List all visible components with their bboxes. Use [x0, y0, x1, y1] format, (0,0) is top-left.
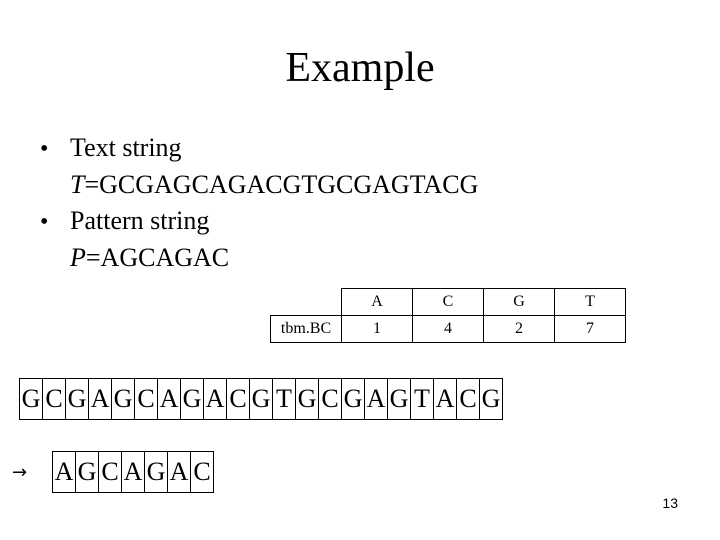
bad-character-table: A C G T tbm.BC 1 4 2 7 — [270, 288, 626, 343]
table-row-label: tbm.BC — [270, 315, 342, 343]
variable-name: P — [70, 243, 86, 272]
table-corner-cell — [270, 288, 342, 316]
bullet-value: P=AGCAGAC — [40, 240, 478, 276]
char-cell: G — [295, 379, 318, 419]
char-cell: T — [272, 379, 295, 419]
char-cell: G — [75, 452, 98, 492]
table-header-cell: G — [483, 288, 555, 316]
bullet-label: Pattern string — [70, 206, 210, 235]
char-cell: A — [364, 379, 387, 419]
char-cell: A — [203, 379, 226, 419]
table-cell: 2 — [483, 315, 555, 343]
char-cell: C — [456, 379, 479, 419]
char-cell: T — [410, 379, 433, 419]
bullet-item: • Text string — [40, 130, 478, 167]
char-cell: C — [98, 452, 121, 492]
table-header-cell: C — [412, 288, 484, 316]
char-cell: G — [479, 379, 502, 419]
variable-value: =AGCAGAC — [85, 243, 230, 272]
bullet-value: T=GCGAGCAGACGTGCGAGTACG — [40, 167, 478, 203]
char-cell: G — [21, 384, 41, 413]
char-cell: C — [318, 379, 341, 419]
char-cell: G — [144, 452, 167, 492]
char-cell: G — [387, 379, 410, 419]
variable-name: T — [70, 170, 85, 199]
right-arrow-icon: → — [12, 462, 28, 483]
char-cell: G — [180, 379, 203, 419]
table-cell: 7 — [554, 315, 626, 343]
char-cell: G — [65, 379, 88, 419]
table-cell: 1 — [341, 315, 413, 343]
char-cell: A — [157, 379, 180, 419]
bullet-dot: • — [40, 136, 49, 162]
table-cell: 4 — [412, 315, 484, 343]
bullet-label: Text string — [70, 133, 182, 162]
char-cell: A — [121, 452, 144, 492]
char-cell: A — [167, 452, 190, 492]
char-cell: G — [341, 379, 364, 419]
bullet-dot: • — [40, 209, 49, 235]
char-cell: G — [249, 379, 272, 419]
bullet-item: • Pattern string — [40, 203, 478, 240]
page-number: 13 — [662, 495, 678, 511]
char-cell: C — [42, 379, 65, 419]
variable-value: =GCGAGCAGACGTGCGAGTACG — [84, 170, 479, 199]
char-cell: G — [111, 379, 134, 419]
char-cell: C — [190, 452, 213, 492]
char-cell: C — [134, 379, 157, 419]
char-cell: A — [88, 379, 111, 419]
char-cell: A — [433, 379, 456, 419]
bullet-list: • Text string T=GCGAGCAGACGTGCGAGTACG • … — [40, 130, 478, 276]
table-row: tbm.BC 1 4 2 7 — [270, 315, 626, 343]
char-cell: A — [54, 457, 74, 486]
slide-title: Example — [285, 45, 435, 91]
table-header-cell: T — [554, 288, 626, 316]
char-cell: C — [226, 379, 249, 419]
table-header-row: A C G T — [270, 288, 626, 316]
table-header-cell: A — [341, 288, 413, 316]
